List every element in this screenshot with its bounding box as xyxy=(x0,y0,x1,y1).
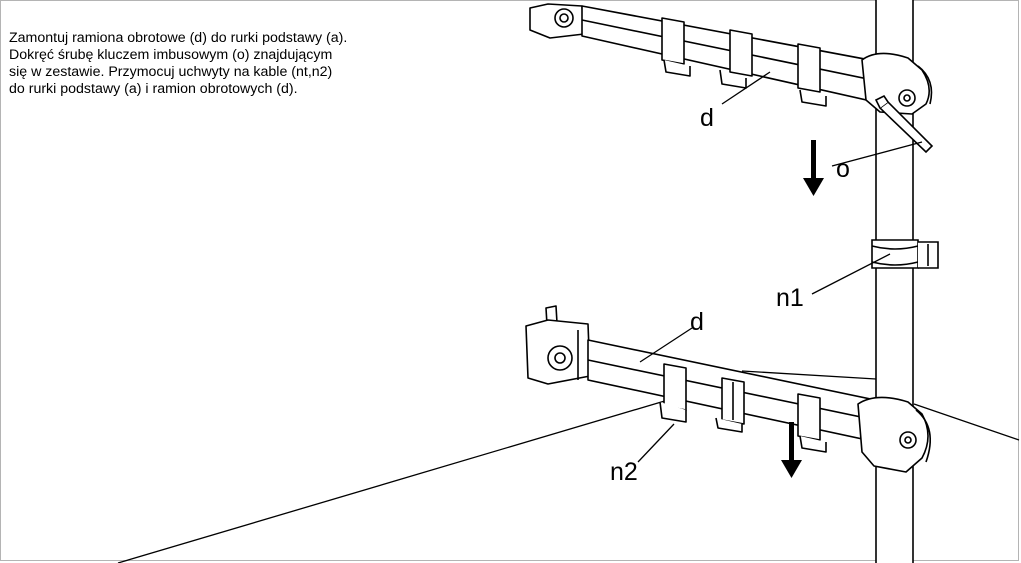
leader-lines xyxy=(637,71,923,463)
instruction-line-1: Zamontuj ramiona obrotowe (d) do rurki p… xyxy=(9,30,348,46)
label-hex-key-o: o xyxy=(836,155,850,183)
cable-holder-n1 xyxy=(871,239,939,269)
lower-down-arrow-head xyxy=(781,460,802,478)
instruction-line-4: do rurki podstawy (a) i ramion obrotowyc… xyxy=(9,81,298,97)
hex-key xyxy=(874,94,934,154)
instruction-line-3: się w zestawie. Przymocuj uchwyty na kab… xyxy=(9,64,333,80)
label-cable-holder-n2: n2 xyxy=(610,458,638,486)
lower-arm xyxy=(525,305,932,473)
label-lower-arm-d: d xyxy=(690,308,704,336)
desk-edges xyxy=(117,370,1020,563)
label-cable-holder-n1: n1 xyxy=(776,284,804,312)
upper-down-arrow-head xyxy=(803,178,824,196)
upper-down-arrow-shaft xyxy=(811,140,816,180)
direction-arrows xyxy=(781,140,824,478)
instruction-line-2: Dokręć śrubę kluczem imbusowym (o) znajd… xyxy=(9,47,333,63)
lower-down-arrow-shaft xyxy=(789,422,794,462)
label-upper-arm-d: d xyxy=(700,104,714,132)
instruction-text: Zamontuj ramiona obrotowe (d) do rurki p… xyxy=(9,30,569,98)
